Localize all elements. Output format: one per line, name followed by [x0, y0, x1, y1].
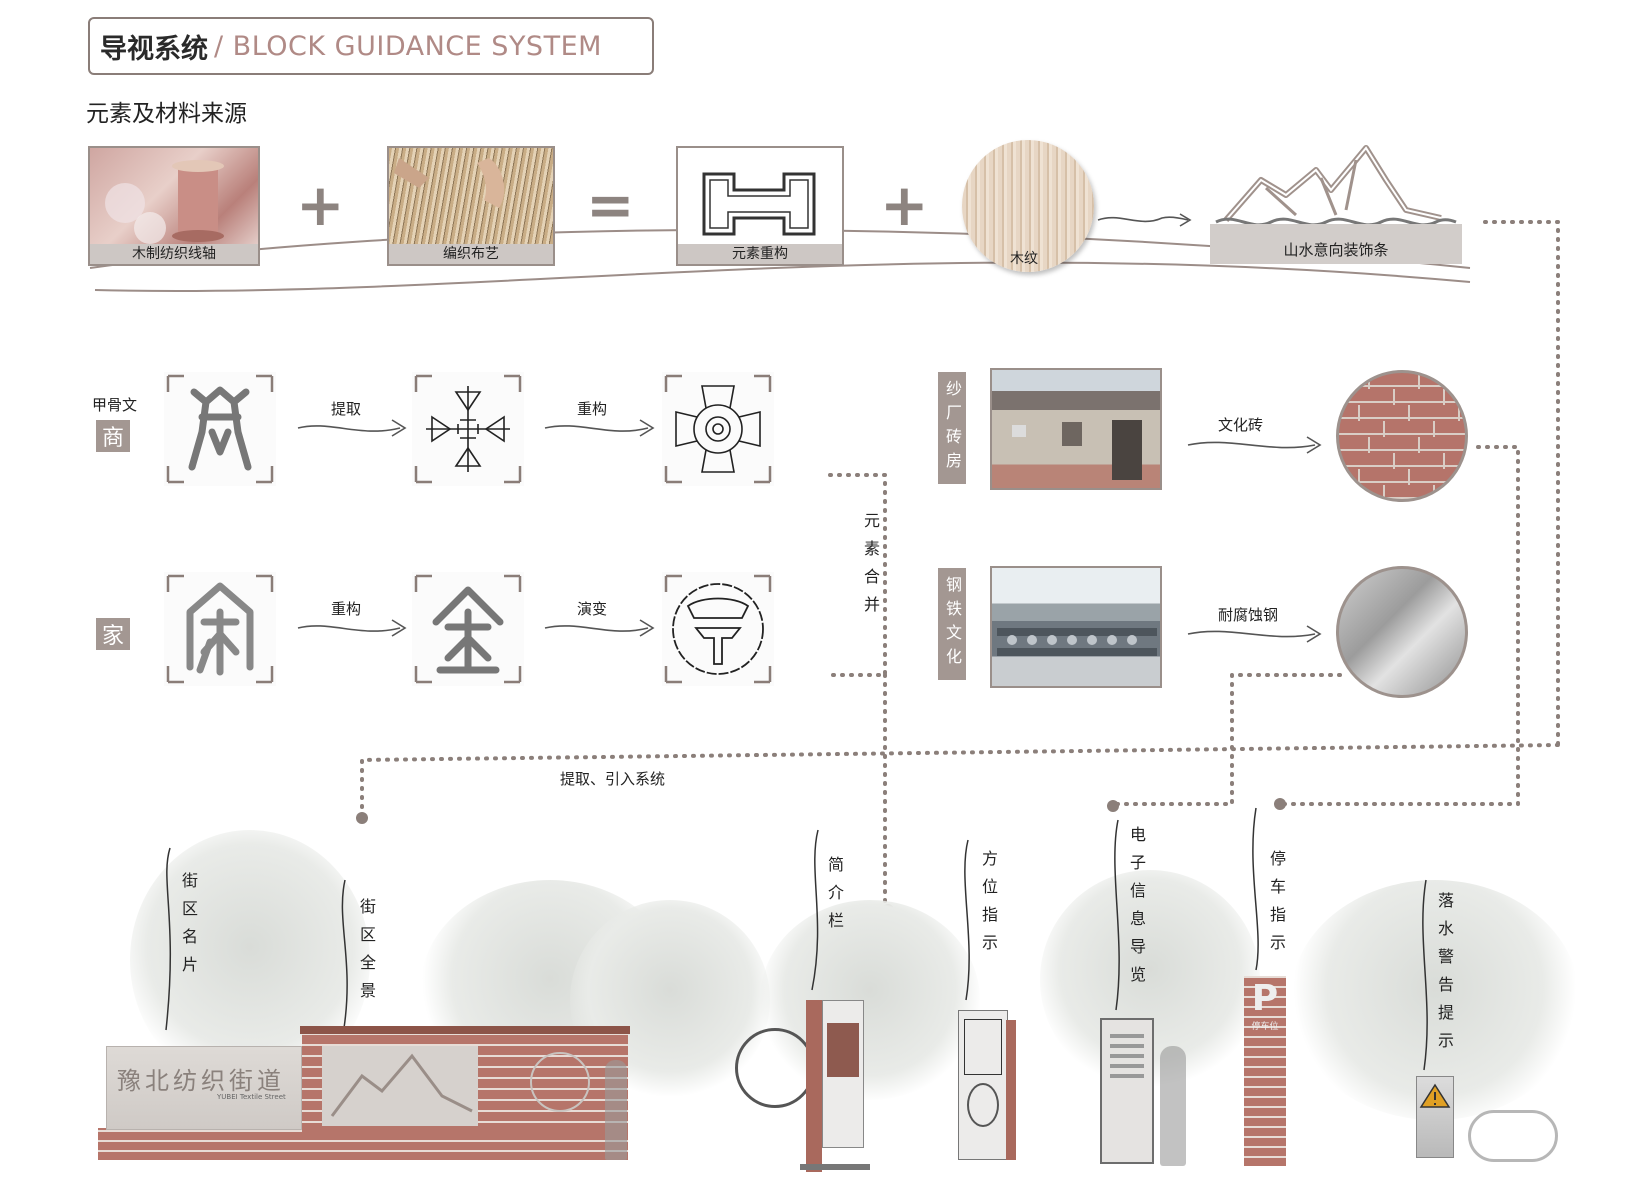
warning-icon — [1419, 1083, 1451, 1108]
caption-spool: 木制纺织线轴 — [90, 244, 258, 264]
plus-sign-2: + — [880, 171, 929, 239]
building-illustration — [1012, 420, 1142, 480]
machine-illustration — [997, 628, 1157, 656]
caption-landscape: 山水意向装饰条 — [1210, 224, 1462, 264]
parking-letter: P — [1251, 978, 1279, 1019]
water-warning-sign — [1416, 1076, 1454, 1158]
badge-jia: 家 — [96, 618, 130, 650]
cross-pattern-icon — [414, 374, 522, 484]
hands-illustration — [394, 158, 505, 208]
brick-texture-circle — [1336, 370, 1468, 502]
tag-steel-culture-text: 钢铁文化 — [943, 576, 962, 672]
merge-label: 元素合并 — [861, 512, 880, 624]
jia-refined-icon — [414, 574, 522, 684]
plus-sign-1: + — [296, 171, 345, 239]
sign-label-direction: 方位指示 — [979, 850, 998, 962]
person-silhouette-1 — [605, 1060, 627, 1160]
arrow-label-reconstruct-2: 重构 — [331, 600, 362, 618]
intro-seal-icon — [735, 1028, 815, 1108]
frame-shang-original — [164, 372, 276, 486]
title-box: 导视系统 / BLOCK GUIDANCE SYSTEM — [88, 17, 654, 75]
weaving-photo: 编织布艺 — [387, 146, 555, 266]
wood-grain-circle — [962, 140, 1094, 272]
jia-seal-icon — [664, 574, 772, 684]
textile-machine-photo — [990, 566, 1162, 688]
brick-joints — [1358, 373, 1460, 499]
jia-glyph-icon — [166, 574, 274, 684]
spool-photo: 木制纺织线轴 — [88, 146, 260, 266]
sign-label-electronic: 电子信息导览 — [1127, 826, 1146, 994]
equals-sign: = — [586, 171, 635, 239]
spool-illustration — [105, 160, 224, 244]
parking-text: 停车位 — [1251, 1022, 1279, 1032]
block-name-plaque: 豫北纺织街道 YUBEI Textile Street — [106, 1046, 302, 1130]
wall-base — [98, 1128, 628, 1160]
parking-sign: P 停车位 — [1244, 976, 1286, 1166]
sign-label-block-card: 街区名片 — [179, 872, 198, 984]
direction-sign-post — [1006, 1020, 1016, 1160]
wall-cap — [300, 1026, 630, 1034]
mountain-relief-icon — [330, 1053, 473, 1117]
tag-brick-house: 纱厂砖房 — [938, 372, 966, 484]
flow-label: 提取、引入系统 — [560, 770, 666, 788]
arrow-label-evolve: 演变 — [577, 600, 608, 618]
arrow-label-extract: 提取 — [331, 400, 362, 418]
shang-glyph-icon — [166, 374, 274, 484]
tag-brick-house-text: 纱厂砖房 — [943, 380, 962, 476]
flower-pattern-icon — [664, 374, 772, 484]
sign-label-intro: 简介栏 — [825, 856, 844, 940]
subtitle: 元素及材料来源 — [86, 101, 247, 127]
steel-texture-circle — [1336, 566, 1468, 698]
wall-relief-panel — [322, 1046, 478, 1126]
sign-label-panorama: 街区全景 — [357, 898, 376, 1010]
direction-sign — [958, 1010, 1008, 1160]
plaque-title: 豫北纺织街道 — [117, 1067, 285, 1095]
wall-seal-icon — [530, 1052, 590, 1112]
oracle-bone-label: 甲骨文 — [92, 396, 138, 414]
electronic-guide-sign — [1100, 1018, 1154, 1164]
frame-jia-result — [662, 572, 774, 686]
sign-label-parking: 停车指示 — [1267, 850, 1286, 962]
title-en: / BLOCK GUIDANCE SYSTEM — [214, 30, 602, 62]
brick-house-photo — [990, 368, 1162, 490]
intro-board — [822, 1000, 864, 1148]
frame-shang-extract — [412, 372, 524, 486]
plaque-subtitle: YUBEI Textile Street — [217, 1093, 286, 1101]
arrow-label-culture-brick: 文化砖 — [1218, 416, 1264, 434]
bicycle-silhouette — [1468, 1110, 1558, 1162]
arrow-label-steel: 耐腐蚀钢 — [1218, 606, 1279, 624]
element-reconstruct-box: 元素重构 — [676, 146, 844, 266]
sign-label-water-warning: 落水警告提示 — [1435, 892, 1454, 1060]
caption-reconstruct: 元素重构 — [678, 244, 842, 264]
landscape-strip: 山水意向装饰条 — [1206, 140, 1464, 270]
arrow-label-reconstruct: 重构 — [577, 400, 608, 418]
intro-post — [806, 1000, 822, 1172]
frame-jia-reconstruct — [412, 572, 524, 686]
h-pattern-icon — [702, 172, 816, 236]
tag-steel-culture: 钢铁文化 — [938, 568, 966, 680]
badge-shang: 商 — [96, 420, 130, 452]
person-silhouette-2 — [1160, 1046, 1186, 1166]
frame-shang-result — [662, 372, 774, 486]
caption-weaving: 编织布艺 — [389, 244, 553, 264]
title-cn: 导视系统 — [100, 33, 208, 65]
frame-jia-original — [164, 572, 276, 686]
intro-base — [800, 1164, 870, 1170]
caption-wood: 木纹 — [1010, 251, 1038, 267]
